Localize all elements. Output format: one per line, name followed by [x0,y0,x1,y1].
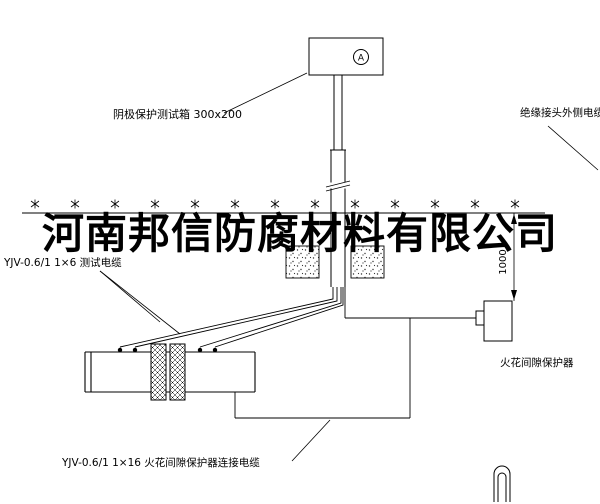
dimension-arrow-top [511,214,517,224]
clamp-symbol [493,465,511,502]
conduit-riser [330,75,346,287]
leader-test-cable-2 [99,270,181,335]
leader-lines [99,72,599,462]
label-test-cable: YJV-0.6/1 1×6 测试电缆 [3,256,122,269]
concrete-block-right [350,245,385,279]
ammeter-icon [353,49,369,65]
leader-outer-cable [547,125,599,171]
ammeter-symbol: A [358,54,365,64]
test-cables [119,287,344,348]
spark-gap-wiring [234,287,476,419]
label-test-box: 阴极保护测试箱 300x200 [113,107,242,121]
label-connect-cable: YJV-0.6/1 1×16 火花间隙保护器连接电缆 [61,456,260,469]
ground-marks [30,199,520,209]
concrete-block-left [285,245,320,279]
watermark: 河南邦信防腐材料有限公司 [42,211,558,258]
pipe-break-symbol [325,180,351,192]
dimension-line [511,213,517,301]
dimension-arrow-bottom [511,290,517,300]
label-outer-cable: 绝缘接头外侧电缆 [520,106,600,119]
leader-test-cable-1 [99,270,161,323]
cadweld-terminals [117,347,218,353]
label-dimension-1000: 1000 [498,249,509,274]
leader-test-box [223,72,308,114]
concrete-blocks [285,245,385,279]
spark-gap-protector [475,300,513,342]
test-box [308,37,384,76]
leader-connect-cable [291,419,331,462]
insulated-flange-joint [150,343,186,401]
label-spark-gap: 火花间隙保护器 [500,356,574,369]
